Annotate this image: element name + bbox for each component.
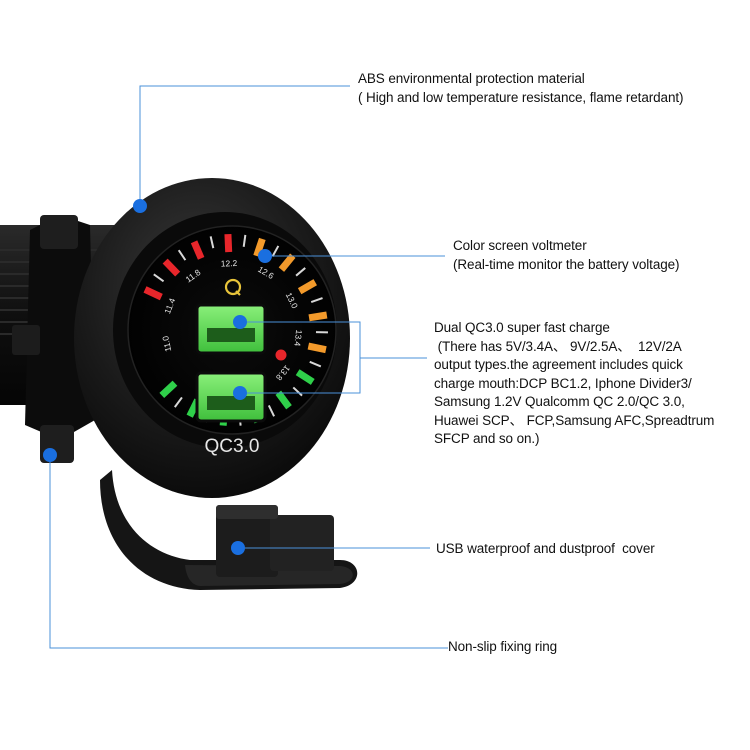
gauge-minor-tick: [309, 360, 322, 368]
leader-line-ring: [49, 455, 448, 649]
gauge-minor-tick: [292, 386, 303, 397]
callout-voltmeter-title: Color screen voltmeter: [453, 238, 587, 253]
callout-dot-abs: [133, 199, 147, 213]
gauge-tick-label: 12.2: [221, 258, 238, 269]
gauge-led-segment: [253, 237, 266, 258]
gauge-led-segment: [307, 342, 327, 354]
usb-port-bottom: [195, 371, 267, 423]
callout-abs-detail: ( High and low temperature resistance, f…: [358, 89, 684, 105]
qc-label: QC3.0: [205, 436, 260, 457]
callout-qc-line: Dual QC3.0 super fast charge: [434, 320, 610, 335]
gauge-minor-tick: [209, 236, 215, 249]
gauge-tick-label: 11.0: [160, 335, 173, 353]
callout-dot-cover: [231, 541, 245, 555]
callout-qc-line: output types.the agreement includes quic…: [434, 357, 683, 372]
callout-qc-line: SFCP and so on.): [434, 431, 540, 446]
gauge-tick-label: 13.4: [292, 329, 304, 347]
status-led: [275, 349, 287, 361]
gauge-led-segment: [162, 258, 181, 277]
gauge-led-segment: [275, 390, 292, 410]
gauge-minor-tick: [177, 249, 187, 261]
gauge-minor-tick: [242, 234, 247, 247]
gauge-led-segment: [297, 279, 318, 295]
callout-dot-ring: [43, 448, 57, 462]
callout-qc: Dual QC3.0 super fast charge (There has …: [434, 319, 714, 449]
callout-ring: Non-slip fixing ring: [448, 638, 557, 657]
callout-qc-line: Samsung 1.2V Qualcomm QC 2.0/QC 3.0,: [434, 394, 685, 409]
gauge-led-segment: [308, 311, 328, 322]
callout-ring-title: Non-slip fixing ring: [448, 639, 558, 654]
gauge-minor-tick: [267, 405, 275, 417]
gauge-led-segment: [295, 369, 315, 385]
gauge-minor-tick: [295, 267, 306, 277]
gauge-led-segment: [278, 253, 296, 272]
callout-dot-usb-bottom: [233, 386, 247, 400]
callout-cover-title: USB waterproof and dustproof cover: [436, 541, 655, 556]
callout-dot-voltmeter: [258, 249, 272, 263]
callout-abs: ABS environmental protection material ( …: [358, 70, 684, 107]
usb-port-top: [195, 303, 267, 355]
callout-dot-usb-top: [233, 315, 247, 329]
callout-voltmeter-detail: (Real-time monitor the battery voltage): [453, 256, 680, 272]
qc-logo-icon: [224, 278, 242, 296]
callout-voltmeter: Color screen voltmeter (Real-time monito…: [453, 237, 680, 274]
gauge-minor-tick: [173, 396, 183, 408]
callout-qc-line: Huawei SCP、 FCP,Samsung AFC,Spreadtrum: [434, 412, 715, 428]
gauge-minor-tick: [271, 245, 280, 257]
gauge-minor-tick: [310, 297, 323, 304]
callout-abs-title: ABS environmental protection material: [358, 71, 585, 86]
gauge-minor-tick: [153, 273, 165, 283]
leader-line-abs: [139, 85, 350, 206]
gauge-led-segment: [224, 233, 233, 253]
gauge-led-segment: [159, 380, 178, 399]
voltmeter-gauge: [143, 233, 328, 426]
callout-qc-line: charge mouth:DCP BC1.2, Iphone Divider3/: [434, 375, 692, 391]
gauge-led-segment: [190, 240, 205, 260]
callout-qc-line: (There has 5V/3.4A、 9V/2.5A、 12V/2A: [434, 338, 682, 354]
gauge-led-segment: [143, 286, 163, 301]
callout-cover: USB waterproof and dustproof cover: [436, 540, 655, 559]
waterproof-cover: [100, 470, 358, 590]
